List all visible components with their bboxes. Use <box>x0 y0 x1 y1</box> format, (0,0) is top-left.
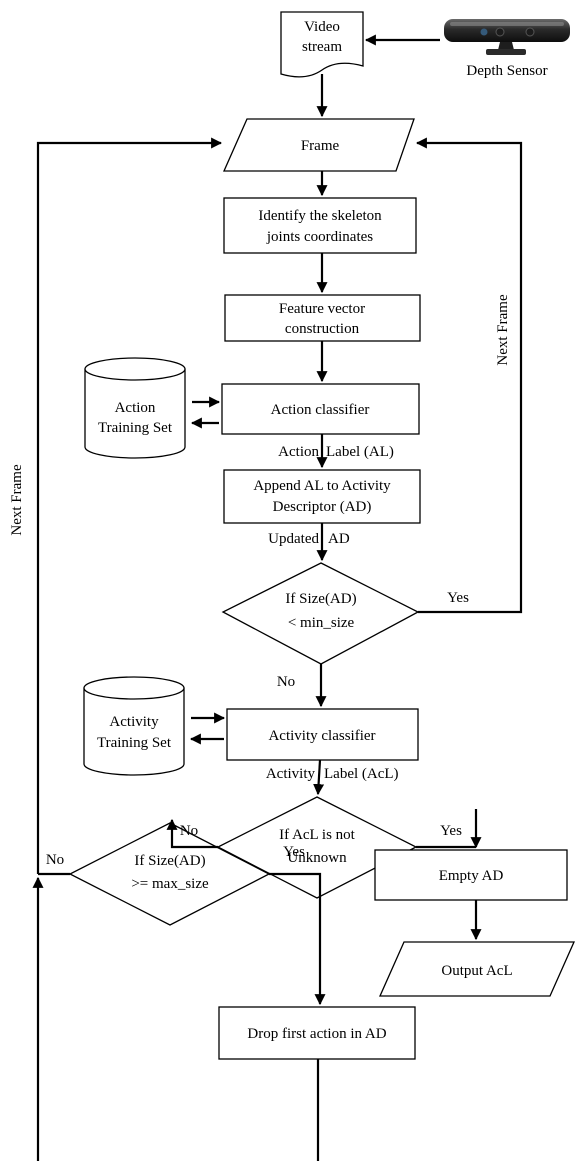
action-classifier-node: Action classifier <box>221 383 420 435</box>
feature-vector-node: Feature vector construction <box>224 294 421 342</box>
edge-label-al: Label (AL) <box>326 444 394 460</box>
edge-label-ad: AD <box>328 531 350 547</box>
identify-label-1: Identify the skeleton <box>258 208 382 224</box>
append-label-1: Append AL to Activity <box>253 478 391 494</box>
activity-training-set-node: Activity Training Set <box>83 676 185 776</box>
size-max-decision: If Size(AD) >= max_size <box>68 822 271 926</box>
edge-label-yes-min: Yes <box>447 590 469 606</box>
output-acl-node: Output AcL <box>378 941 576 997</box>
action-classifier-label: Action classifier <box>271 402 370 418</box>
edge-label-yes-unknown: Yes <box>440 823 462 839</box>
edge-activity-to-acl-decision <box>313 759 325 796</box>
feature-label-1: Feature vector <box>279 301 365 317</box>
action-training-label-2: Training Set <box>98 420 173 436</box>
size-max-label-2: >= max_size <box>131 876 209 892</box>
acl-unknown-decision: If AcL is not Unknown <box>216 796 418 899</box>
feature-label-2: construction <box>285 321 360 337</box>
drop-first-action-node: Drop first action in AD <box>218 1006 416 1060</box>
drop-first-label: Drop first action in AD <box>247 1026 386 1042</box>
size-min-label-2: < min_size <box>288 615 355 631</box>
output-acl-label: Output AcL <box>441 963 512 979</box>
edge-label-no-max: No <box>46 852 64 868</box>
edge-left-loop-to-frame <box>36 137 223 874</box>
empty-ad-label: Empty AD <box>439 868 504 884</box>
video-stream-label-2: stream <box>302 39 342 55</box>
size-min-label-1: If Size(AD) <box>285 591 356 607</box>
activity-classifier-node: Activity classifier <box>226 708 419 761</box>
edge-label-no-unknown: No <box>180 823 198 839</box>
action-training-set-node: Action Training Set <box>84 357 186 459</box>
size-min-decision: If Size(AD) < min_size <box>221 562 420 665</box>
empty-ad-node: Empty AD <box>374 849 568 901</box>
identify-joints-node: Identify the skeleton joints coordinates <box>223 197 417 254</box>
edge-label-updated: Updated <box>268 531 319 547</box>
depth-sensor-label: Depth Sensor <box>466 63 547 79</box>
edge-label-no-min: No <box>277 674 295 690</box>
edge-label-yes-max: Yes <box>283 844 305 860</box>
edge-size-min-yes-loop <box>415 137 523 614</box>
depth-sensor-image <box>444 19 570 55</box>
activity-training-label-2: Training Set <box>97 735 172 751</box>
edge-label-next-frame-right: Next Frame <box>495 294 511 366</box>
edge-label-action: Action <box>278 444 319 460</box>
video-stream-node: Video stream <box>280 11 364 78</box>
identify-label-2: joints coordinates <box>266 229 373 245</box>
activity-training-label-1: Activity <box>109 714 159 730</box>
activity-classifier-label: Activity classifier <box>268 728 375 744</box>
size-max-label-1: If Size(AD) <box>134 853 205 869</box>
edge-size-max-yes-to-drop <box>269 872 326 1006</box>
acl-unknown-label-2: Unknown <box>287 850 347 866</box>
frame-label: Frame <box>301 138 340 154</box>
acl-unknown-label-1: If AcL is not <box>279 827 356 843</box>
frame-node: Frame <box>223 118 415 172</box>
edge-label-acl: Label (AcL) <box>324 766 399 782</box>
append-al-node: Append AL to Activity Descriptor (AD) <box>223 469 421 524</box>
edge-acl-no-to-size-max <box>166 818 218 849</box>
append-label-2: Descriptor (AD) <box>273 499 372 515</box>
video-stream-label-1: Video <box>304 19 340 35</box>
edge-label-next-frame-left: Next Frame <box>9 464 25 536</box>
action-training-label-1: Action <box>115 400 156 416</box>
edge-label-activity: Activity <box>266 766 316 782</box>
